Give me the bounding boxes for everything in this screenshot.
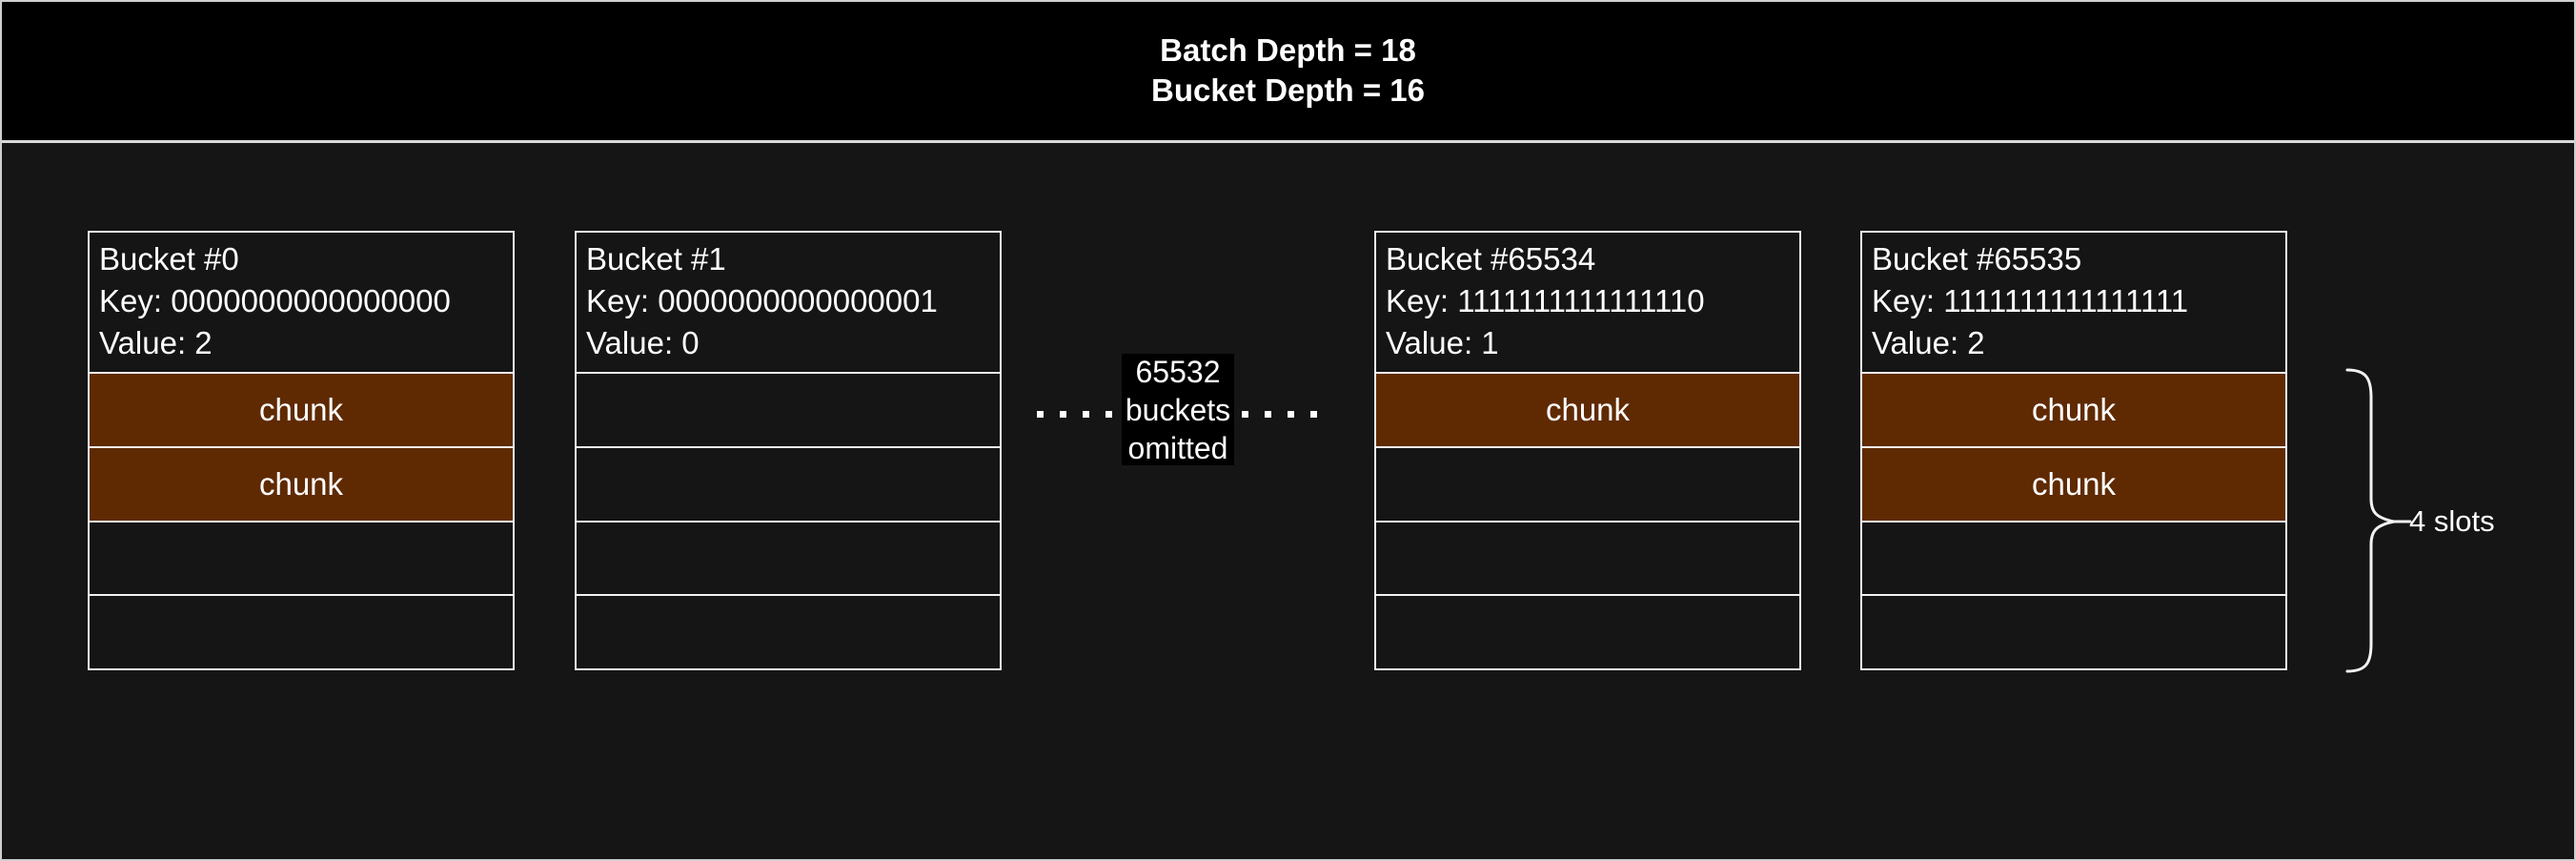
bucket-65535-slot-1: chunk	[1862, 372, 2285, 446]
bucket-0-slot-4	[90, 594, 513, 668]
dot	[1310, 411, 1317, 418]
dot	[1288, 411, 1294, 418]
batch-depth-label: Batch Depth = 18	[1160, 31, 1416, 68]
four-slots-brace-icon	[2345, 368, 2412, 673]
bucket-1: Bucket #1 Key: 0000000000000001 Value: 0	[575, 231, 1002, 670]
bucket-65535-header: Bucket #65535 Key: 1111111111111111 Valu…	[1862, 233, 2285, 372]
bucket-key: Key: 1111111111111111	[1872, 283, 2189, 318]
four-slots-label: 4 slots	[2409, 504, 2495, 538]
bucket-title: Bucket #65535	[1872, 241, 2082, 277]
omitted-count: 65532	[1135, 354, 1221, 389]
ellipsis-dots-right	[1242, 411, 1317, 418]
bucket-65534-slot-1: chunk	[1376, 372, 1799, 446]
bucket-value: Value: 2	[99, 325, 213, 360]
bucket-key: Key: 0000000000000001	[586, 283, 938, 318]
dot	[1037, 411, 1044, 418]
dot	[1060, 411, 1066, 418]
bucket-0: Bucket #0 Key: 0000000000000000 Value: 2…	[88, 231, 515, 670]
dot	[1105, 411, 1112, 418]
bucket-0-slot-1: chunk	[90, 372, 513, 446]
bucket-1-slot-2	[577, 445, 1000, 521]
bucket-title: Bucket #1	[586, 241, 726, 277]
bucket-65535-slot-2: chunk	[1862, 445, 2285, 521]
bucket-depth-label: Bucket Depth = 16	[1150, 72, 1425, 108]
bucket-1-slot-3	[577, 520, 1000, 595]
bucket-value: Value: 1	[1386, 325, 1499, 360]
bucket-65534-header: Bucket #65534 Key: 1111111111111110 Valu…	[1376, 233, 1799, 372]
dot	[1242, 411, 1248, 418]
bucket-key: Key: 0000000000000000	[99, 283, 451, 318]
depth-banner: Batch Depth = 18 Bucket Depth = 16	[0, 0, 2576, 143]
bucket-value: Value: 2	[1872, 325, 1985, 360]
bucket-title: Bucket #0	[99, 241, 239, 277]
bucket-65535-slot-4	[1862, 594, 2285, 668]
bucket-65535-slot-3	[1862, 520, 2285, 595]
bucket-65534-slot-4	[1376, 594, 1799, 668]
dot	[1265, 411, 1271, 418]
bucket-65535: Bucket #65535 Key: 1111111111111111 Valu…	[1860, 231, 2287, 670]
buckets-omitted-label: 65532 buckets omitted	[1122, 354, 1234, 465]
bucket-0-header: Bucket #0 Key: 0000000000000000 Value: 2	[90, 233, 513, 372]
bucket-0-slot-2: chunk	[90, 445, 513, 521]
bucket-65534-slot-3	[1376, 520, 1799, 595]
bucket-65534: Bucket #65534 Key: 1111111111111110 Valu…	[1374, 231, 1801, 670]
bucket-0-slot-3	[90, 520, 513, 595]
bucket-value: Value: 0	[586, 325, 700, 360]
dot	[1083, 411, 1089, 418]
bucket-1-slot-4	[577, 594, 1000, 668]
omitted-word-omitted: omitted	[1127, 430, 1228, 465]
bucket-1-slot-1	[577, 372, 1000, 446]
bucket-title: Bucket #65534	[1386, 241, 1596, 277]
bucket-key: Key: 1111111111111110	[1386, 283, 1705, 318]
bucket-65534-slot-2	[1376, 445, 1799, 521]
ellipsis-dots-left	[1037, 411, 1112, 418]
omitted-word-buckets: buckets	[1125, 392, 1231, 427]
bucket-1-header: Bucket #1 Key: 0000000000000001 Value: 0	[577, 233, 1000, 372]
